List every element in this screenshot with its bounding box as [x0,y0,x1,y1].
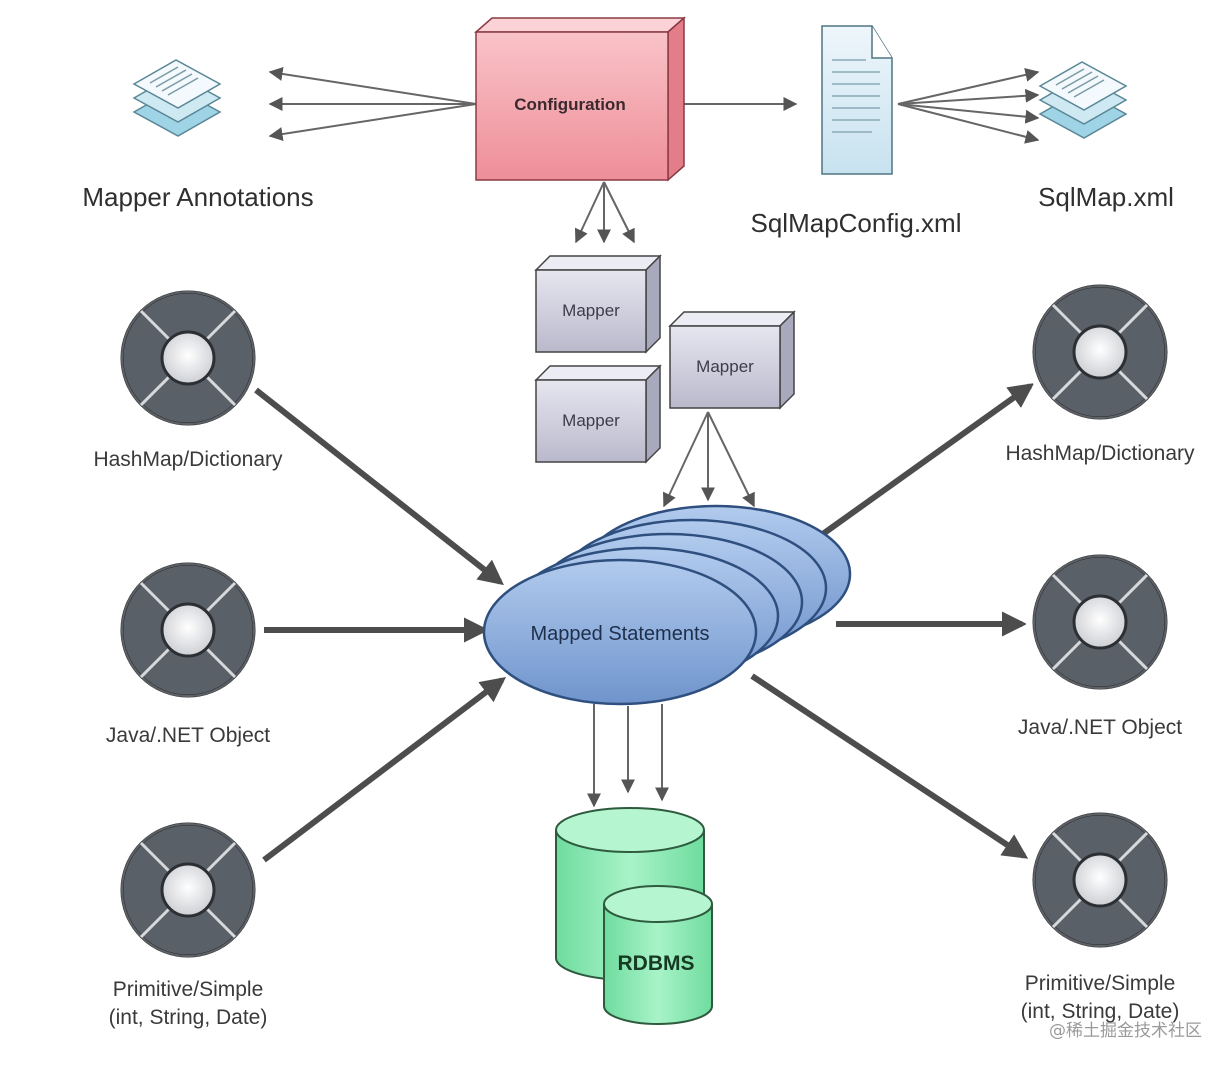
input-primitive-label-line1: Primitive/Simple [113,978,264,1001]
input-java-object-icon [112,554,264,706]
rdbms-label: RDBMS [618,952,695,975]
mapper-label: Mapper [696,357,754,376]
mapper-box-2: Mapper [669,311,795,409]
sqlmap-xml-icon [1039,61,1127,139]
input-hashmap-label: HashMap/Dictionary [93,448,283,471]
input-arrows [254,387,507,863]
output-arrows [750,383,1035,859]
mapped-statements: Mapped Statements [482,504,852,706]
watermark: @稀土掘金技术社区 [1049,1021,1202,1041]
input-hashmap-icon [112,282,264,434]
config-to-mappers-arrows [574,181,635,244]
mapper-label: Mapper [562,301,620,320]
output-primitive-icon [1024,804,1176,956]
output-primitive-label-line2: (int, String, Date) [1021,1000,1180,1023]
mapper-annotations-label: Mapper Annotations [82,182,313,212]
sqlmapconfig-label: SqlMapConfig.xml [751,208,962,238]
sqlmapconfig-document-icon [821,25,893,175]
config-to-annotations-arrows [268,67,477,141]
output-hashmap-label: HashMap/Dictionary [1005,442,1195,465]
mapper-box-3: Mapper [535,365,661,463]
output-hashmap-icon [1024,276,1176,428]
sqlmap-label: SqlMap.xml [1038,182,1174,212]
sqlmapconfig-to-sqlmap-arrows [897,67,1040,144]
statements-to-rdbms-arrows [587,704,669,808]
output-java-object-label: Java/.NET Object [1018,716,1182,739]
mapper-box-1: Mapper [535,255,661,353]
output-java-object-icon [1024,546,1176,698]
configuration-box: Configuration [474,16,686,182]
mapper-label: Mapper [562,411,620,430]
input-primitive-icon [112,814,264,966]
configuration-label: Configuration [514,95,625,114]
mapped-statements-label: Mapped Statements [531,623,710,645]
mappers-to-statements-arrows [663,411,755,508]
output-primitive-label-line1: Primitive/Simple [1025,972,1176,995]
input-java-object-label: Java/.NET Object [106,724,270,747]
rdbms-database: RDBMS [555,807,713,1025]
input-primitive-label-line2: (int, String, Date) [109,1006,268,1029]
mapper-annotations-icon [133,59,221,137]
